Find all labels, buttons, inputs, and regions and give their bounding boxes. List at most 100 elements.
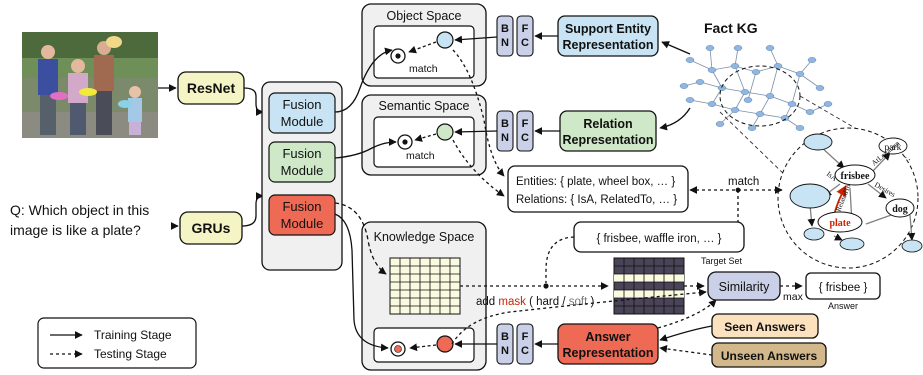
question-line-2: image is like a plate?: [10, 222, 141, 238]
fusion-red-line-1: Fusion: [282, 199, 321, 214]
fact-kg-nodes: [679, 45, 833, 131]
grus-block: GRUs: [179, 211, 243, 245]
bnfc-to-object-arrow: [454, 35, 498, 44]
svg-text:Representation: Representation: [563, 133, 654, 147]
svg-text:F: F: [522, 118, 529, 130]
fusion-to-semantic-arrow: [334, 138, 397, 159]
resnet-label: ResNet: [187, 80, 236, 96]
answer-box: { frisbee } Answer: [805, 272, 881, 311]
semantic-space-title: Semantic Space: [378, 99, 469, 113]
seen-to-answer-rep-arrow: [659, 325, 713, 342]
fusion-module-green: Fusion Module: [268, 141, 336, 183]
similarity-label: Similarity: [719, 280, 770, 294]
svg-text:C: C: [521, 37, 529, 49]
answer-rep-to-similarity-dashed: [657, 299, 717, 329]
grus-to-fusion-arrow: [241, 192, 264, 227]
fusion-to-knowledge-arrow: [334, 213, 389, 352]
legend: Training Stage Testing Stage: [37, 317, 197, 369]
kg-node-plate: plate: [829, 218, 851, 229]
semantic-match-label: match: [406, 150, 435, 162]
bnfc-to-semantic-arrow: [454, 127, 498, 136]
answer-representation: Answer Representation: [557, 323, 659, 365]
svg-text:Representation: Representation: [563, 38, 654, 52]
svg-text:Answer: Answer: [585, 330, 630, 344]
unseen-answers-label: Unseen Answers: [721, 349, 818, 363]
kg-zoom-detail: park frisbee plate dog IsA AtLocation De…: [777, 127, 923, 269]
input-photo: [22, 32, 158, 138]
svg-text:Support Entity: Support Entity: [565, 22, 651, 36]
query-relations: Relations: { IsA, RelatedTo, … }: [516, 194, 677, 206]
knowledge-space-title: Knowledge Space: [374, 230, 475, 244]
knowledge-to-similarity-dashed: [451, 288, 707, 345]
masked-grid: [613, 257, 685, 315]
fusion-blue-line-1: Fusion: [282, 97, 321, 112]
relation-representation: Relation Representation: [559, 110, 657, 152]
fusion-blue-line-2: Module: [281, 114, 324, 129]
svg-text:C: C: [521, 345, 529, 357]
fusion-module-blue: Fusion Module: [268, 92, 336, 134]
unseen-answers-box: Unseen Answers: [711, 342, 827, 368]
question-line-1: Q: Which object in this: [10, 202, 149, 218]
fusion-to-grid-dashed-arrow: [334, 202, 387, 275]
semantic-to-query-dashed-arrow: [452, 139, 505, 197]
fusion-green-line-2: Module: [281, 163, 324, 178]
max-label: max: [783, 291, 804, 303]
target-set-label: Target Set: [701, 256, 743, 266]
mask-junction-dot: [543, 283, 549, 289]
svg-text:F: F: [522, 23, 529, 35]
fusion-to-object-arrow: [334, 47, 393, 113]
svg-text:N: N: [501, 132, 509, 144]
query-entities: Entities: { plate, wheel box, … }: [516, 176, 675, 188]
svg-text:Relation: Relation: [583, 117, 632, 131]
fusion-module-red: Fusion Module: [268, 194, 336, 236]
target-set-box: { frisbee, waffle iron, … } Target Set: [573, 221, 745, 266]
svg-text:B: B: [501, 23, 509, 35]
target-to-mask-dashed: [545, 236, 575, 283]
answer-label: Answer: [828, 301, 858, 311]
kg-to-support-arrow: [661, 41, 691, 55]
svg-text:B: B: [501, 118, 509, 130]
svg-text:F: F: [522, 331, 529, 343]
seen-answers-box: Seen Answers: [711, 313, 819, 339]
query-box: Entities: { plate, wheel box, … } Relati…: [507, 165, 689, 213]
legend-training: Training Stage: [94, 328, 172, 342]
semantic-space-panel: Semantic Space: [361, 94, 487, 176]
kg-node-park: park: [885, 143, 902, 153]
seen-answers-label: Seen Answers: [724, 320, 806, 334]
object-to-query-dashed-arrow: [452, 49, 505, 177]
similarity-box: Similarity: [707, 271, 781, 301]
bn-fc-object: B N F C: [496, 15, 534, 57]
answer-value: { frisbee }: [819, 282, 868, 294]
resnet-block: ResNet: [177, 71, 245, 105]
target-set-value: { frisbee, waffle iron, … }: [596, 233, 721, 245]
grus-label: GRUs: [192, 220, 231, 236]
fusion-red-line-2: Module: [281, 216, 324, 231]
knowledge-grid: [389, 257, 461, 315]
fact-kg-title: Fact KG: [704, 20, 758, 36]
bn-fc-semantic: B N F C: [496, 110, 534, 152]
svg-text:N: N: [501, 37, 509, 49]
mask-annotation: add mask ( hard / soft ): [476, 296, 594, 308]
unseen-to-answer-rep-dashed: [659, 345, 713, 356]
semantic-space-points: match: [397, 123, 454, 162]
knowledge-space-points: [373, 327, 475, 363]
kg-match-label: match: [728, 176, 759, 188]
kg-node-dog: dog: [892, 204, 908, 215]
svg-text:C: C: [521, 132, 529, 144]
support-entity-representation: Support Entity Representation: [557, 15, 659, 57]
legend-testing: Testing Stage: [94, 347, 167, 361]
object-space-title: Object Space: [386, 9, 461, 23]
svg-text:N: N: [501, 345, 509, 357]
svg-text:B: B: [501, 331, 509, 343]
resnet-to-fusion-arrow: [243, 87, 264, 116]
zoom-line-1: [719, 111, 789, 179]
kg-to-relation-arrow: [659, 107, 691, 131]
fact-kg-graph: [683, 47, 829, 129]
kg-node-frisbee: frisbee: [841, 171, 870, 182]
fusion-green-line-1: Fusion: [282, 146, 321, 161]
object-match-label: match: [409, 63, 438, 75]
svg-text:Representation: Representation: [563, 346, 654, 360]
bn-fc-answer: B N F C: [496, 323, 534, 365]
object-space-points: match: [390, 31, 454, 75]
